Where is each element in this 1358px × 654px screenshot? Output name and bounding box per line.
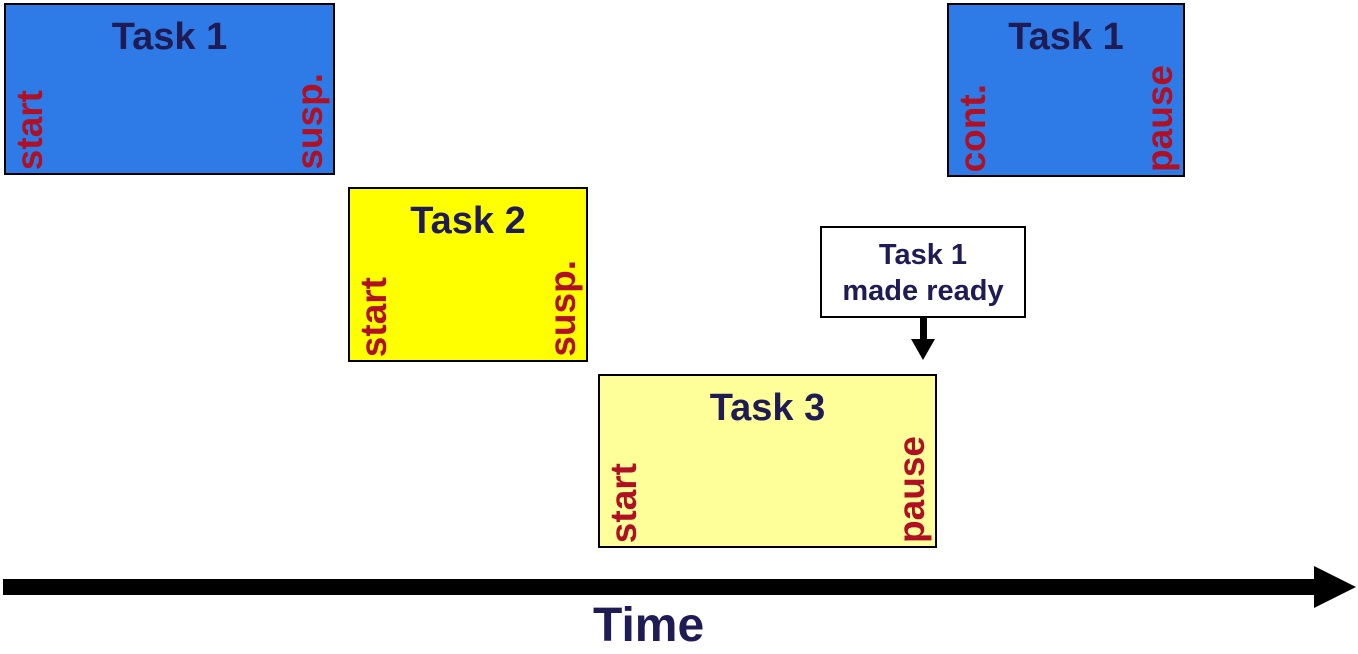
task2-block: Task 2 start susp. xyxy=(348,187,588,362)
task3-block: Task 3 start pause xyxy=(598,374,937,548)
task2-title: Task 2 xyxy=(410,200,526,242)
callout-arrow-shaft xyxy=(920,316,927,340)
task1-first-run-block: Task 1 start susp. xyxy=(4,3,335,175)
task1-cont-label: cont. xyxy=(952,83,993,172)
callout-line1: Task 1 xyxy=(878,239,968,271)
time-axis-label: Time xyxy=(593,599,705,652)
task2-susp-label: susp. xyxy=(542,260,583,357)
callout-line2: made ready xyxy=(842,275,1004,307)
task3-start-label: start xyxy=(603,462,644,543)
task1-pause-label: pause xyxy=(1139,65,1180,172)
task1-start-label: start xyxy=(9,89,50,170)
time-axis-arrow-shaft xyxy=(3,579,1318,595)
time-axis-arrowhead-icon xyxy=(1314,566,1356,608)
task1-continued-title: Task 1 xyxy=(1008,16,1124,58)
task2-start-label: start xyxy=(353,276,394,357)
task1-continued-block: Task 1 cont. pause xyxy=(947,3,1185,177)
task1-made-ready-callout: Task 1 made ready xyxy=(820,226,1026,318)
callout-arrowhead-icon xyxy=(911,339,935,360)
task1-susp-label: susp. xyxy=(289,73,330,170)
task1-title: Task 1 xyxy=(111,16,228,58)
task3-title: Task 3 xyxy=(709,387,826,429)
task3-pause-label: pause xyxy=(891,436,932,543)
